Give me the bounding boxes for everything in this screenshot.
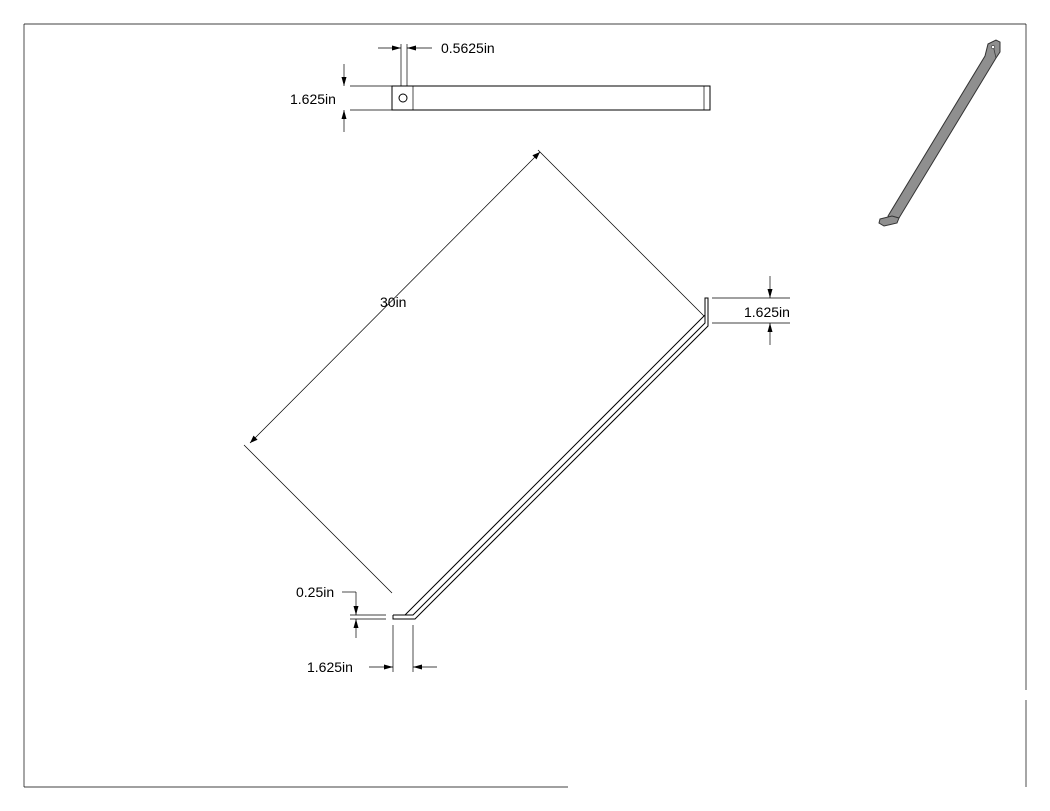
isometric-mounting-hole — [991, 45, 995, 49]
dimension-overall-length: 30in — [243, 149, 705, 594]
dimension-hole-spacing: 0.5625in — [378, 40, 495, 86]
sheet-border — [23, 23, 1027, 788]
dimension-label: 0.25in — [296, 584, 334, 600]
isometric-bottom-tab — [878, 215, 900, 227]
isometric-bar — [887, 39, 1001, 221]
top-view: 0.5625in 1.625in — [290, 40, 711, 132]
dimension-bar-width: 1.625in — [290, 64, 392, 132]
dimension-bottom-tab: 1.625in — [307, 625, 437, 675]
dimension-label: 30in — [380, 294, 406, 310]
dimension-label: 1.625in — [744, 304, 790, 320]
dimension-label: 0.5625in — [441, 40, 495, 56]
front-view: 30in 1.625in 0.25in — [243, 149, 790, 675]
bent-bar — [392, 297, 709, 620]
dimension-label: 1.625in — [307, 659, 353, 675]
dimension-thickness: 0.25in — [296, 584, 386, 638]
top-view-bar — [391, 85, 711, 111]
mounting-hole — [398, 93, 408, 103]
isometric-view — [878, 39, 1001, 227]
dimension-label: 1.625in — [290, 91, 336, 107]
dimension-right-tab: 1.625in — [712, 276, 790, 345]
